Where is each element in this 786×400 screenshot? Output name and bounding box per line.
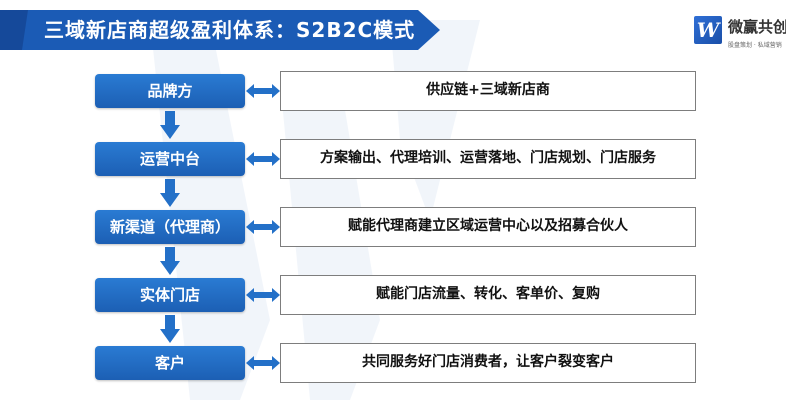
logo-name: 微赢共创	[728, 18, 786, 36]
double-arrow-icon	[246, 356, 280, 370]
double-arrow-icon	[246, 288, 280, 302]
stage-customer: 客户	[95, 346, 245, 380]
description-physical-store: 赋能门店流量、转化、客单价、复购	[280, 275, 696, 315]
down-arrow-icon	[160, 111, 180, 139]
stage-physical-store: 实体门店	[95, 278, 245, 312]
brand-logo: W 微赢共创 股盘策划 · 私域营销	[694, 14, 786, 54]
description-brand: 供应链+三域新店商	[280, 71, 696, 111]
description-operations-center: 方案输出、代理培训、运营落地、门店规划、门店服务	[280, 139, 696, 179]
double-arrow-icon	[246, 152, 280, 166]
down-arrow-icon	[160, 315, 180, 343]
double-arrow-icon	[246, 84, 280, 98]
stage-new-channel: 新渠道（代理商）	[95, 210, 245, 244]
logo-tagline: 股盘策划 · 私域营销	[728, 42, 782, 49]
stage-brand: 品牌方	[95, 74, 245, 108]
logo-mark-icon: W	[694, 16, 722, 44]
down-arrow-icon	[160, 179, 180, 207]
page-title: 三域新店商超级盈利体系：S2B2C模式	[44, 18, 416, 42]
title-banner-shape	[0, 10, 440, 50]
description-customer: 共同服务好门店消费者，让客户裂变客户	[280, 343, 696, 383]
down-arrow-icon	[160, 247, 180, 275]
stage-operations-center: 运营中台	[95, 142, 245, 176]
description-new-channel: 赋能代理商建立区域运营中心以及招募合伙人	[280, 207, 696, 247]
title-banner: 三域新店商超级盈利体系：S2B2C模式	[0, 10, 440, 50]
double-arrow-icon	[246, 220, 280, 234]
